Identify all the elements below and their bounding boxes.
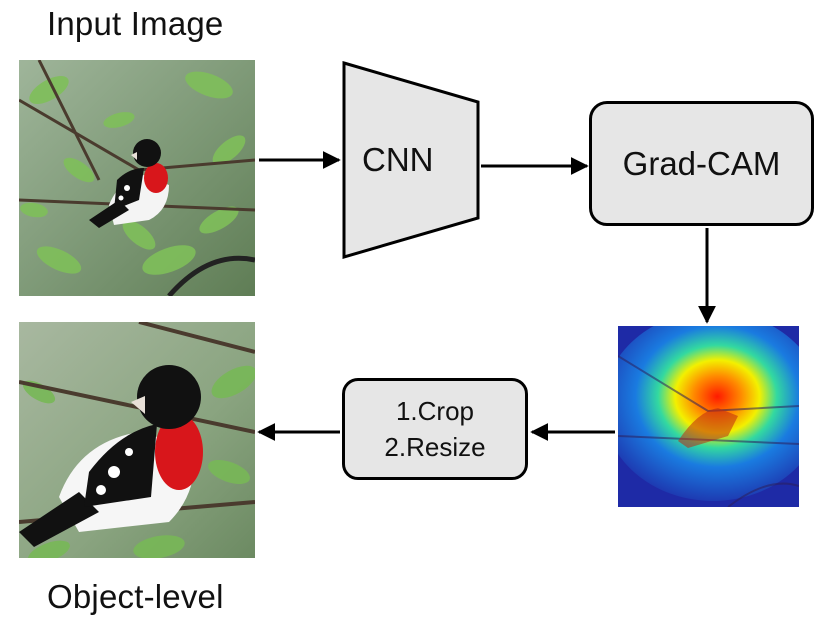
object-level-label: Object-level <box>47 578 224 615</box>
crop-resize-block: 1.Crop 2.Resize <box>342 378 528 480</box>
grad-cam-block: Grad-CAM <box>589 101 814 226</box>
heatmap-image <box>618 326 799 507</box>
grad-cam-label: Grad-CAM <box>622 144 781 182</box>
crop-step-label: 1.Crop <box>395 396 475 426</box>
input-image-label: Input Image <box>47 5 224 42</box>
cnn-block <box>342 61 480 259</box>
cnn-label: CNN <box>362 141 434 178</box>
object-level-image <box>19 322 255 558</box>
resize-step-label: 2.Resize <box>384 432 486 462</box>
input-image <box>19 60 255 296</box>
